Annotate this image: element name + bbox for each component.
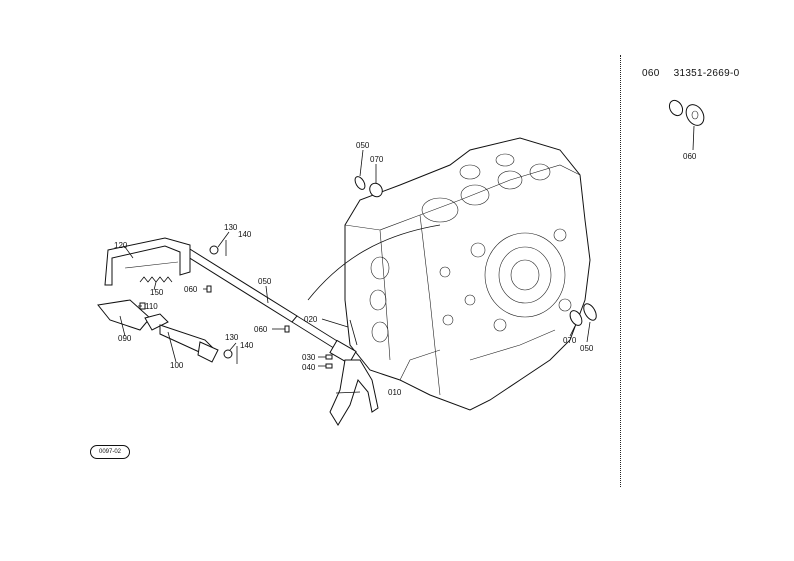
part-reference: 060 31351-2669-0 <box>642 68 753 79</box>
callout-150: 150 <box>150 288 164 297</box>
callout-090: 090 <box>118 334 132 343</box>
callout-labels: 010 020 030 040 050 050 050 060 060 060 … <box>114 141 697 397</box>
callout-050-right: 050 <box>580 344 594 353</box>
callout-050-upper: 050 <box>356 141 370 150</box>
callout-110: 110 <box>145 302 158 311</box>
callout-120: 120 <box>114 241 128 250</box>
page-divider <box>620 55 621 487</box>
callout-040: 040 <box>302 363 316 372</box>
shift-lever <box>97 299 219 363</box>
callout-100: 100 <box>170 361 184 370</box>
drawing-reference-badge: 0097-02 <box>90 445 130 459</box>
callout-130-upper: 130 <box>224 223 238 232</box>
callout-140-upper: 140 <box>238 230 252 239</box>
callout-130-lower: 130 <box>225 333 239 342</box>
leader-curve <box>307 224 441 301</box>
leader-lines <box>119 125 695 394</box>
callout-070-upper: 070 <box>370 155 384 164</box>
callout-050-rod: 050 <box>258 277 272 286</box>
callout-010: 010 <box>388 388 402 397</box>
callout-020: 020 <box>304 315 318 324</box>
transmission-case <box>344 137 591 411</box>
callout-060-ref: 060 <box>683 152 697 161</box>
callout-070-right: 070 <box>563 336 577 345</box>
callout-060-bracket: 060 <box>184 285 198 294</box>
shift-rod <box>179 245 351 356</box>
callout-140-lower: 140 <box>240 341 254 350</box>
callout-060-pin: 060 <box>254 325 268 334</box>
reference-part-number: 31351-2669-0 <box>673 68 740 79</box>
reference-item: 060 <box>642 68 660 79</box>
callout-030: 030 <box>302 353 316 362</box>
small-parts <box>139 99 705 369</box>
